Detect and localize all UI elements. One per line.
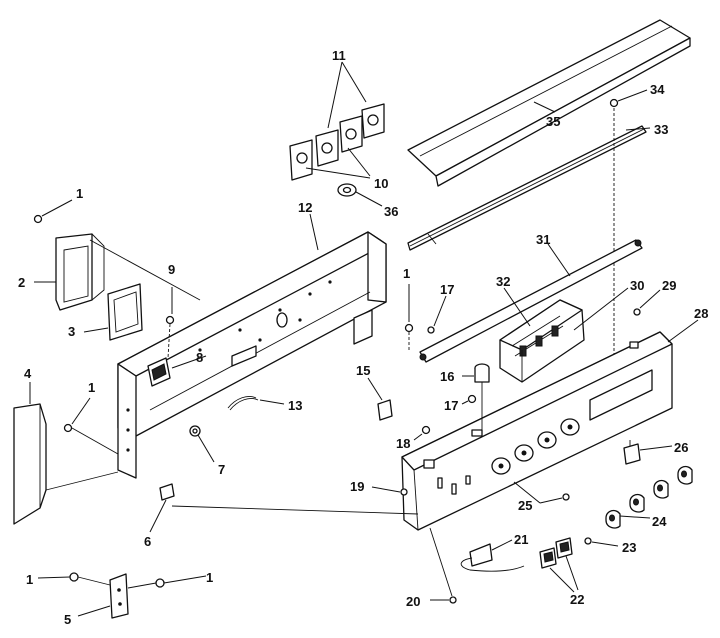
part-13-clip — [227, 396, 285, 411]
callout-8: 8 — [196, 350, 203, 365]
callout-28: 28 — [694, 306, 708, 321]
part-20-screw — [429, 527, 457, 604]
callout-19: 19 — [350, 479, 364, 494]
callout-18: 18 — [396, 436, 410, 451]
part-34-screw — [609, 89, 648, 355]
callout-32: 32 — [496, 274, 510, 289]
part-19-screw — [371, 486, 408, 496]
leader-28 — [667, 319, 699, 343]
callout-7: 7 — [218, 462, 225, 477]
leader-33 — [625, 127, 651, 131]
callout-3: 3 — [68, 324, 75, 339]
callout-34: 34 — [650, 82, 665, 97]
callout-24: 24 — [652, 514, 667, 529]
callout-1: 1 — [403, 266, 410, 281]
leader-12 — [309, 213, 319, 251]
callout-1: 1 — [88, 380, 95, 395]
callout-30: 30 — [630, 278, 644, 293]
callout-1: 1 — [76, 186, 83, 201]
callout-23: 23 — [622, 540, 636, 555]
part-5-bracket — [37, 572, 207, 619]
part-33-strip — [407, 125, 647, 251]
leader-30 — [573, 287, 629, 331]
part-12-main-frame — [117, 231, 387, 479]
callout-17: 17 — [440, 282, 454, 297]
part-17-screw-a — [427, 295, 447, 334]
callout-20: 20 — [406, 594, 420, 609]
callout-21: 21 — [514, 532, 528, 547]
callout-10: 10 — [374, 176, 388, 191]
callout-15: 15 — [356, 363, 370, 378]
callout-1: 1 — [26, 572, 33, 587]
callout-22: 22 — [570, 592, 584, 607]
leader-35 — [533, 101, 556, 113]
part-21-switch — [460, 539, 525, 572]
part-1-screw-mid — [63, 397, 119, 455]
callout-11: 11 — [332, 48, 346, 63]
part-32-clock-timer — [499, 299, 585, 383]
callout-9: 9 — [168, 262, 175, 277]
part-16-lamp-holder — [462, 363, 490, 432]
part-22-switches — [539, 537, 579, 593]
part-6-clip — [149, 483, 419, 533]
part-9-screw — [165, 287, 175, 359]
callout-1: 1 — [206, 570, 213, 585]
callout-33: 33 — [654, 122, 668, 137]
part-8-switch — [147, 357, 171, 387]
callout-31: 31 — [536, 232, 550, 247]
part-2-bracket — [34, 233, 201, 311]
callout-25: 25 — [518, 498, 532, 513]
part-25-screw — [513, 481, 570, 504]
part-36-washer — [337, 183, 383, 207]
leader-32 — [503, 287, 531, 327]
callout-16: 16 — [440, 369, 454, 384]
leader-31 — [547, 243, 571, 277]
leader-8 — [171, 355, 207, 369]
callout-12: 12 — [298, 200, 312, 215]
callout-5: 5 — [64, 612, 71, 627]
part-23-screw — [584, 537, 619, 547]
part-10-11-switches — [289, 61, 385, 181]
part-26-switch — [623, 440, 673, 465]
callout-35: 35 — [546, 114, 560, 129]
part-15-block — [367, 377, 393, 421]
part-29-screw — [633, 289, 661, 316]
part-24-knobs — [605, 465, 693, 529]
part-35-top-trim — [407, 19, 691, 187]
callout-2: 2 — [18, 275, 25, 290]
callout-29: 29 — [662, 278, 676, 293]
callout-26: 26 — [674, 440, 688, 455]
part-1-screw-top — [33, 199, 73, 224]
callout-36: 36 — [384, 204, 398, 219]
part-7-grommet — [189, 425, 215, 463]
part-28-control-panel — [401, 331, 673, 531]
callout-13: 13 — [288, 398, 302, 413]
part-17-screw-b — [461, 394, 477, 405]
part-4-end-cap — [13, 382, 119, 525]
part-18-screw — [413, 425, 431, 441]
callout-6: 6 — [144, 534, 151, 549]
callout-4: 4 — [24, 366, 32, 381]
part-1-screw-right — [404, 284, 414, 352]
part-31-lamp-tube — [419, 239, 643, 363]
part-3-bracket — [83, 283, 143, 341]
callout-17: 17 — [444, 398, 458, 413]
